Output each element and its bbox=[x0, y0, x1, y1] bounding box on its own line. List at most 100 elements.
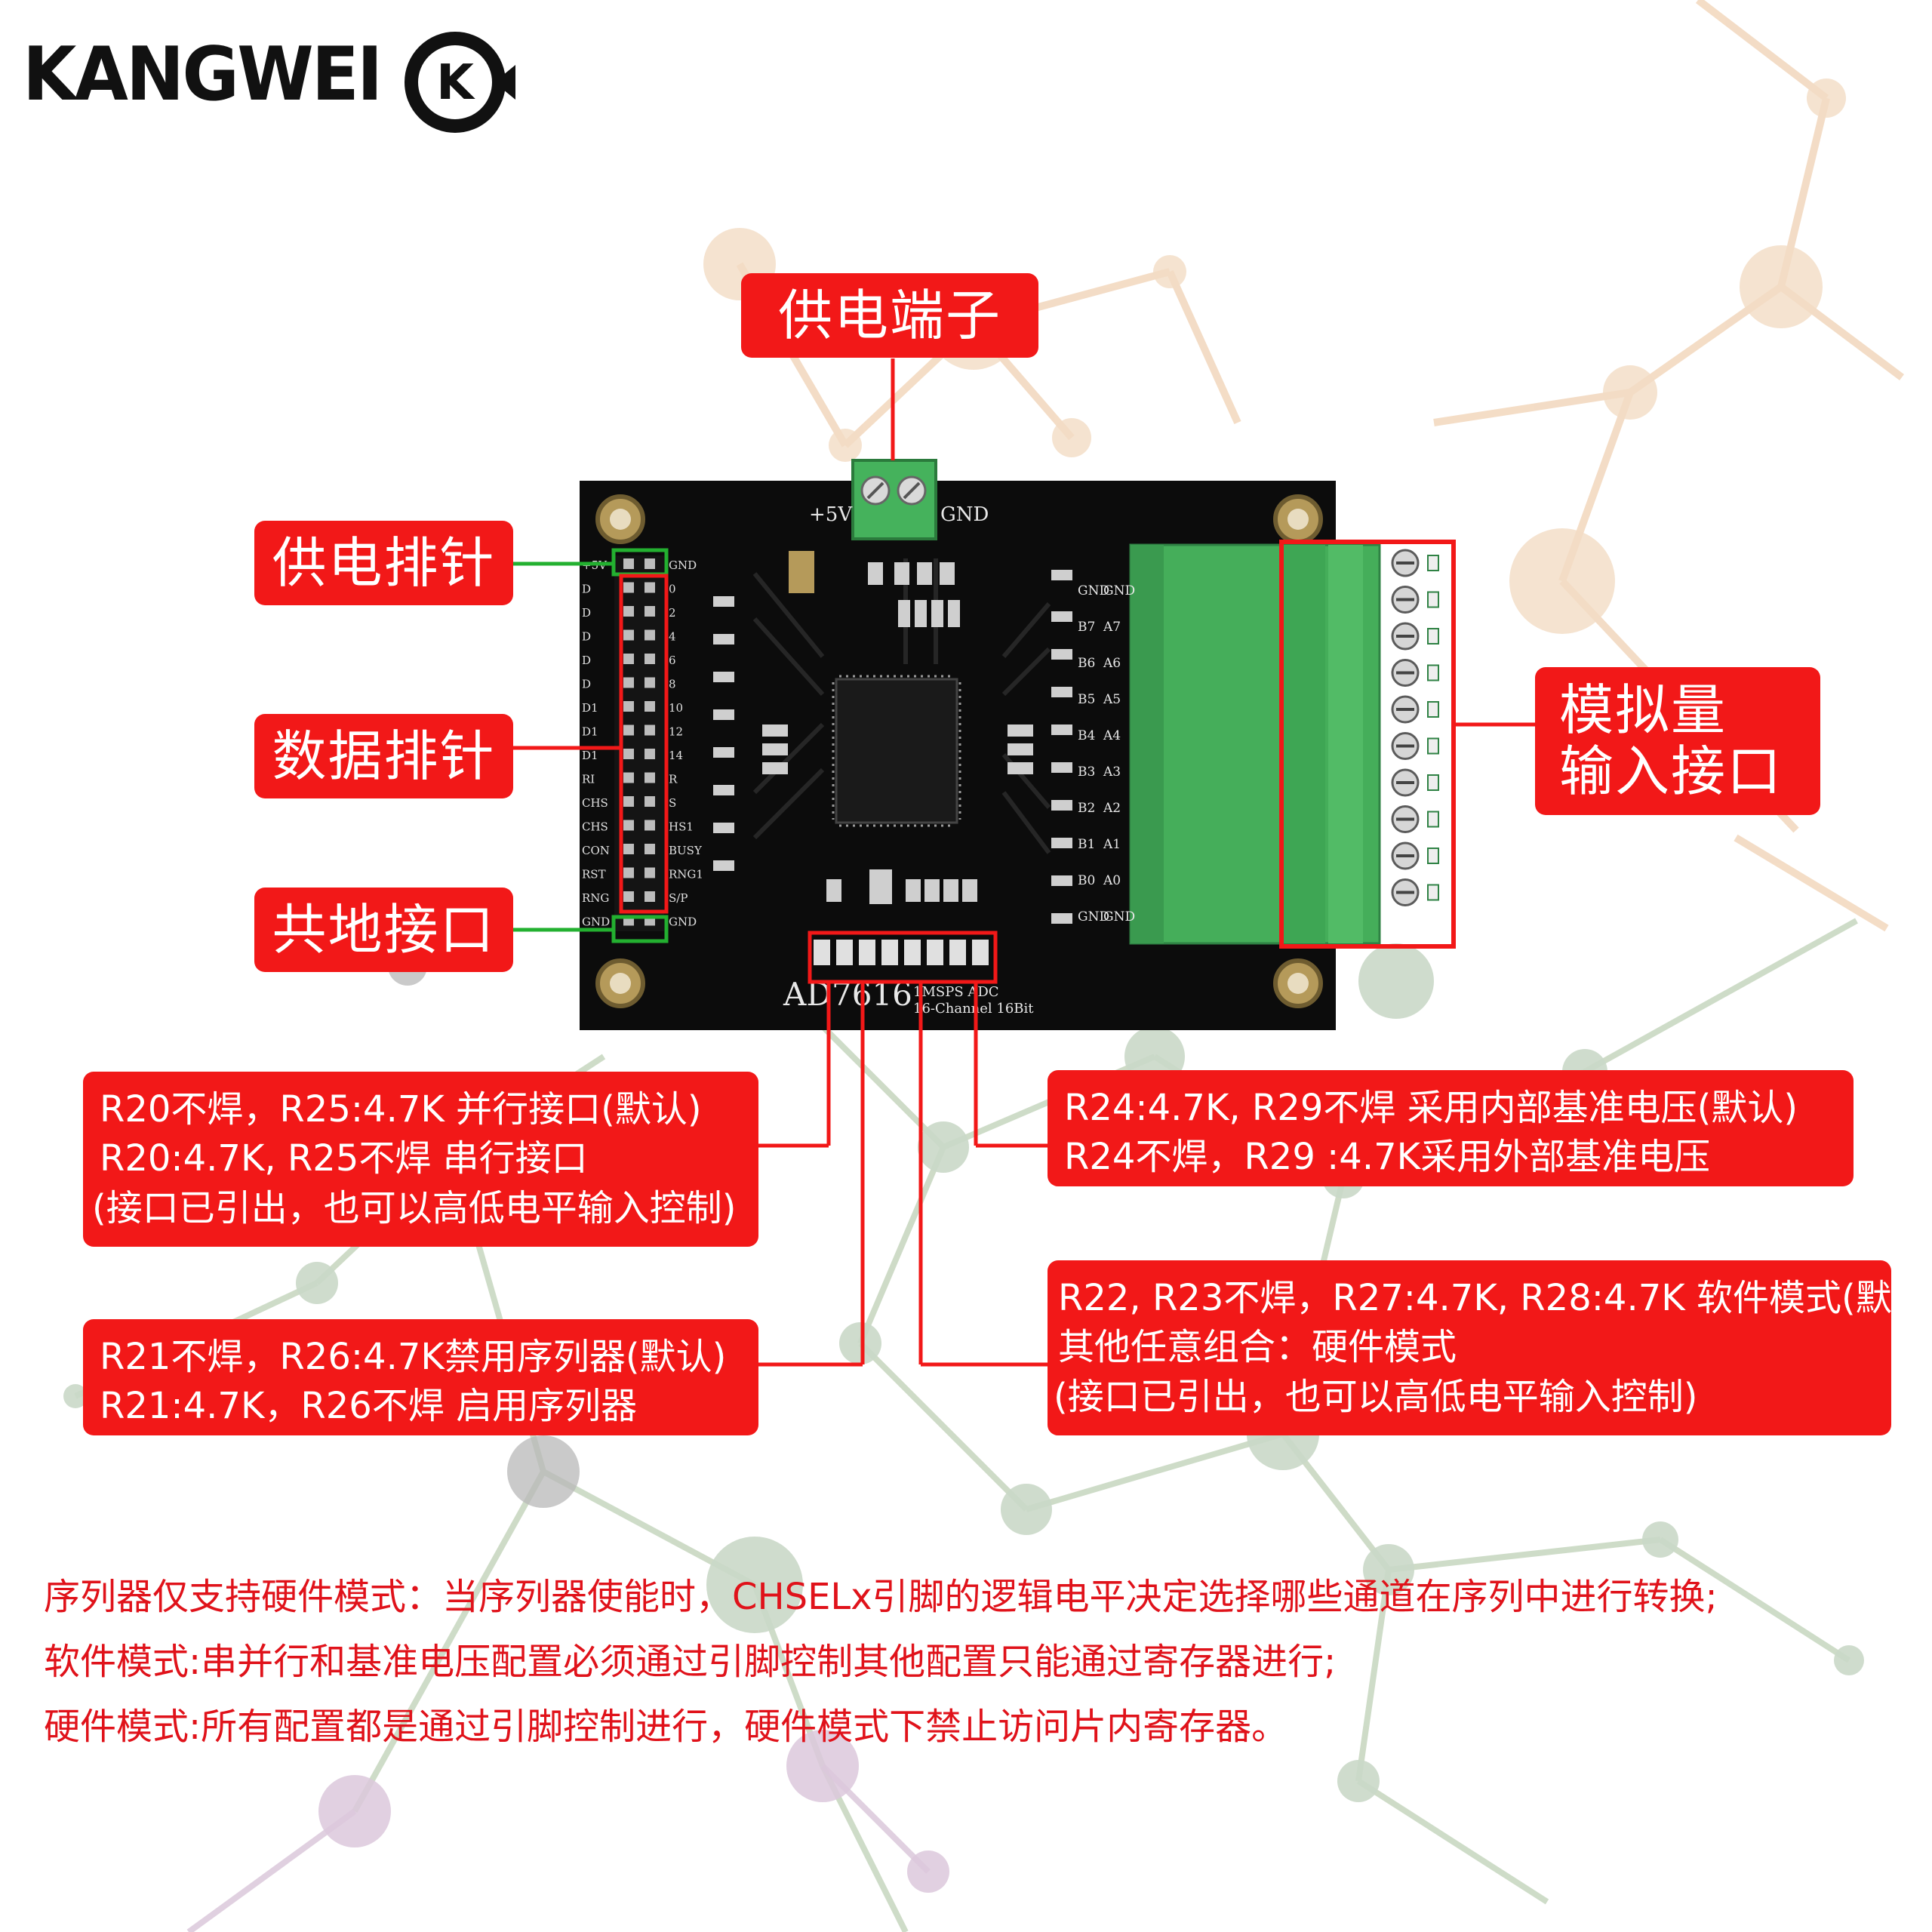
header-pin bbox=[623, 724, 634, 736]
terminal-contact bbox=[1427, 555, 1439, 571]
reference-voltage-note: R24:4.7K, R29不焊 采用内部基准电压(默认) R24不焊，R29 :… bbox=[1048, 1070, 1854, 1186]
header-pin-label-right: HS1 bbox=[669, 820, 694, 834]
footer-line-sequencer: 序列器仅支持硬件模式：当序列器使能时，CHSELx引脚的逻辑电平决定选择哪些通道… bbox=[44, 1576, 1718, 1618]
analog-input-label-line2: 输入接口 bbox=[1559, 740, 1783, 803]
reference-note-line: R24:4.7K, R29不焊 采用内部基准电压(默认) bbox=[1064, 1087, 1798, 1129]
analog-pin-label-a: A5 bbox=[1103, 692, 1121, 707]
header-pin-label-left: D1 bbox=[582, 749, 598, 762]
chip-desc-1: 1MSPS ADC bbox=[913, 984, 999, 1000]
header-pin-label-left: D bbox=[582, 654, 591, 667]
header-pin-label-left: D bbox=[582, 583, 591, 596]
header-pin-label-right: 8 bbox=[669, 678, 676, 691]
footer-line-software-mode: 软件模式:串并行和基准电压配置必须通过引脚控制其他配置只能通过寄存器进行; bbox=[44, 1641, 1337, 1683]
chip-desc-2: 16-Channel 16Bit bbox=[913, 1001, 1034, 1017]
header-pin bbox=[623, 915, 634, 926]
ad7616-chip bbox=[832, 675, 961, 827]
analog-input-label-line1: 模拟量 bbox=[1559, 678, 1727, 743]
header-pin bbox=[623, 654, 634, 664]
software-hardware-mode-note: R22, R23不焊，R27:4.7K, R28:4.7K 软件模式(默认) 其… bbox=[1048, 1260, 1932, 1435]
header-pin-label-right: BUSY bbox=[669, 844, 703, 857]
analog-pin-label-a: A6 bbox=[1103, 656, 1121, 671]
header-pin-label-left: D bbox=[582, 678, 591, 691]
analog-terminal-block bbox=[1129, 543, 1381, 945]
header-pin bbox=[623, 558, 634, 569]
header-pin-label-right: 2 bbox=[669, 606, 676, 620]
terminal-contact bbox=[1427, 737, 1439, 755]
analog-input-label: 模拟量 输入接口 bbox=[1535, 667, 1820, 815]
analog-pin-label-b: B6 bbox=[1078, 656, 1095, 671]
power-terminal-label: 供电端子 bbox=[741, 273, 1038, 358]
header-pin bbox=[623, 749, 634, 759]
terminal-contact bbox=[1427, 628, 1439, 645]
analog-pin-label-a: A0 bbox=[1103, 873, 1121, 888]
header-pin-label-left: D1 bbox=[582, 701, 598, 715]
data-header-label: 数据排针 bbox=[254, 714, 513, 798]
header-pin bbox=[645, 654, 655, 664]
header-pin bbox=[645, 749, 655, 759]
header-pin bbox=[645, 582, 655, 593]
header-pin bbox=[645, 867, 655, 878]
header-pin bbox=[623, 606, 634, 617]
analog-pin-label-b: GND bbox=[1078, 909, 1109, 924]
brand-mark-icon: K bbox=[405, 32, 515, 133]
header-pin bbox=[645, 701, 655, 712]
header-pin-label-left: GND bbox=[582, 915, 610, 929]
analog-pin-label-a: A1 bbox=[1103, 837, 1121, 852]
header-pin-label-right: GND bbox=[669, 915, 697, 929]
terminal-contact bbox=[1427, 884, 1439, 901]
header-pin-label-left: CHS bbox=[582, 820, 608, 834]
brand-logo: KANGWEI K bbox=[23, 12, 515, 140]
terminal-contact bbox=[1427, 848, 1439, 864]
analog-pin-label-b: B4 bbox=[1078, 728, 1095, 743]
header-pin-label-right: 4 bbox=[669, 630, 676, 644]
reference-note-line: R24不焊，R29 :4.7K采用外部基准电压 bbox=[1064, 1136, 1711, 1179]
sequencer-note: R21不焊，R26:4.7K禁用序列器(默认) R21:4.7K，R26不焊 启… bbox=[83, 1319, 758, 1435]
header-pin-label-right: GND bbox=[669, 558, 697, 572]
analog-pin-label-a: A4 bbox=[1103, 728, 1121, 743]
header-pin-label-right: R bbox=[669, 773, 678, 786]
header-pin bbox=[645, 891, 655, 902]
sequencer-note-line: R21不焊，R26:4.7K禁用序列器(默认) bbox=[100, 1336, 727, 1378]
header-pin bbox=[623, 677, 634, 688]
power-plus-label: +5V bbox=[809, 503, 853, 526]
brand-name: KANGWEI bbox=[23, 32, 383, 118]
resistor-column-left bbox=[713, 596, 734, 871]
analog-pin-label-b: B1 bbox=[1078, 837, 1095, 852]
sequencer-note-line: R21:4.7K，R26不焊 启用序列器 bbox=[100, 1385, 638, 1428]
footer-line-hardware-mode: 硬件模式:所有配置都是通过引脚控制进行，硬件模式下禁止访问片内寄存器。 bbox=[44, 1706, 1288, 1748]
interface-note-line: (接口已引出，也可以高低电平输入控制) bbox=[92, 1186, 737, 1229]
analog-pin-label-a: A7 bbox=[1103, 620, 1121, 635]
analog-pin-label-b: B0 bbox=[1078, 873, 1095, 888]
header-pin bbox=[623, 629, 634, 641]
analog-pin-label-a: A2 bbox=[1103, 801, 1121, 816]
analog-pin-label-b: GND bbox=[1078, 583, 1109, 598]
power-terminal-block bbox=[851, 459, 937, 540]
header-pin-label-left: +5V bbox=[582, 558, 608, 572]
header-pin-label-left: CON bbox=[582, 844, 610, 857]
header-pin-label-right: 12 bbox=[669, 725, 683, 739]
header-pin bbox=[645, 796, 655, 807]
header-pin bbox=[645, 915, 655, 926]
smd-components bbox=[762, 551, 1033, 904]
analog-pin-label-b: B2 bbox=[1078, 801, 1095, 816]
analog-pin-label-b: B7 bbox=[1078, 620, 1095, 635]
header-pin-label-left: RST bbox=[582, 868, 606, 881]
terminal-contact bbox=[1427, 701, 1439, 718]
mode-note-line: (接口已引出，也可以高低电平输入控制) bbox=[1054, 1375, 1698, 1418]
header-pin bbox=[623, 867, 634, 878]
pin-header bbox=[614, 555, 664, 931]
interface-mode-note: R20不焊，R25:4.7K 并行接口(默认) R20:4.7K, R25不焊 … bbox=[83, 1072, 758, 1247]
mode-note-line: R22, R23不焊，R27:4.7K, R28:4.7K 软件模式(默认) bbox=[1058, 1277, 1932, 1319]
header-pin bbox=[623, 891, 634, 902]
analog-pin-label-b: B3 bbox=[1078, 764, 1095, 780]
header-pin-label-left: D1 bbox=[582, 725, 598, 739]
analog-pin-label-b: B5 bbox=[1078, 692, 1095, 707]
header-pin-label-left: RI bbox=[582, 773, 595, 786]
header-pin-label-right: RNG1 bbox=[669, 868, 703, 881]
power-header-label: 供电排针 bbox=[254, 521, 513, 605]
header-pin bbox=[623, 582, 634, 593]
chip-name-silkscreen: AD7616 bbox=[783, 976, 912, 1013]
terminal-contact bbox=[1427, 664, 1439, 681]
ground-port-label: 共地接口 bbox=[254, 888, 513, 972]
terminal-contact bbox=[1427, 774, 1439, 791]
